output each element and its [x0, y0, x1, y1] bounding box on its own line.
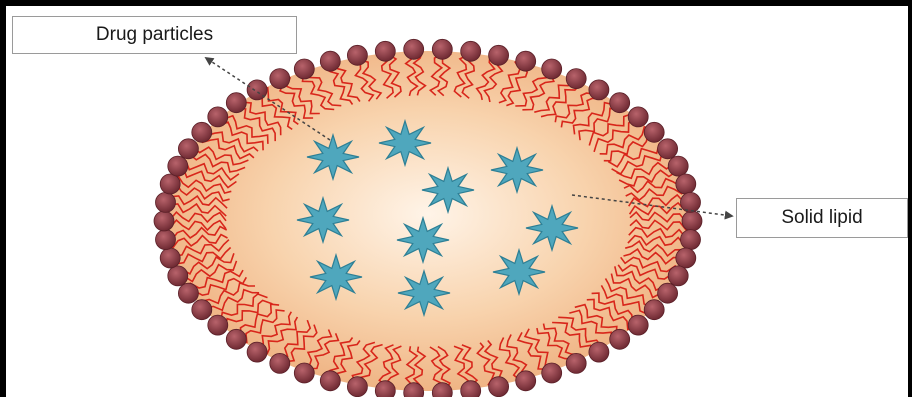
lipid-head — [270, 69, 290, 89]
lipid-head — [208, 107, 228, 127]
lipid-head — [208, 315, 228, 335]
drug-particle — [307, 135, 359, 179]
lipid-head — [432, 39, 452, 59]
lipid-head — [270, 353, 290, 373]
lipid-head — [628, 107, 648, 127]
lipid-head — [682, 211, 702, 231]
lipid-head — [160, 248, 180, 268]
lipid-head — [154, 211, 174, 231]
lipid-head — [628, 315, 648, 335]
drug-particle — [379, 121, 431, 165]
lipid-head — [226, 93, 246, 113]
solid-lipid-label: Solid lipid — [736, 198, 908, 238]
lipid-head — [192, 122, 212, 142]
lipid-head — [644, 122, 664, 142]
lipid-head — [226, 329, 246, 349]
lipid-head — [347, 377, 367, 397]
lipid-head — [681, 192, 701, 212]
lipid-head — [375, 41, 395, 61]
lipid-head — [681, 230, 701, 250]
lipid-head — [566, 353, 586, 373]
lipid-head — [160, 174, 180, 194]
lipid-head — [566, 69, 586, 89]
lipid-head — [610, 329, 630, 349]
lipid-head — [516, 371, 536, 391]
lipid-head — [676, 174, 696, 194]
lipid-head — [542, 363, 562, 383]
lipid-head — [589, 80, 609, 100]
lipid-head — [347, 45, 367, 65]
lipid-head — [658, 283, 678, 303]
lipid-head — [320, 51, 340, 71]
lipid-head — [644, 300, 664, 320]
lipid-head — [247, 342, 267, 362]
lipid-head — [489, 377, 509, 397]
lipid-head — [668, 156, 688, 176]
lipid-head — [168, 156, 188, 176]
drug-particle — [526, 206, 578, 250]
lipid-head — [294, 363, 314, 383]
lipid-head — [516, 51, 536, 71]
lipid-head — [156, 230, 176, 250]
lipid-head — [375, 381, 395, 397]
drug-particle — [491, 148, 543, 192]
lipid-head — [542, 59, 562, 79]
drug-particle — [493, 250, 545, 294]
drug-particles-label: Drug particles — [12, 16, 297, 54]
drug-particle — [422, 168, 474, 212]
lipid-head — [168, 266, 188, 286]
lipid-head — [294, 59, 314, 79]
lipid-head — [489, 45, 509, 65]
lipid-head — [192, 300, 212, 320]
lipid-head — [461, 381, 481, 397]
lipid-head — [178, 139, 198, 159]
drug-particle — [310, 255, 362, 299]
lipid-head — [156, 192, 176, 212]
lipid-head — [589, 342, 609, 362]
lipid-head — [320, 371, 340, 391]
lipid-head — [461, 41, 481, 61]
drug-particle — [397, 218, 449, 262]
lipid-head — [610, 93, 630, 113]
drug-particle — [297, 198, 349, 242]
lipid-head — [676, 248, 696, 268]
lipid-head — [178, 283, 198, 303]
lipid-head — [404, 39, 424, 59]
drug-particle — [398, 271, 450, 315]
lipid-head — [658, 139, 678, 159]
lipid-head — [668, 266, 688, 286]
